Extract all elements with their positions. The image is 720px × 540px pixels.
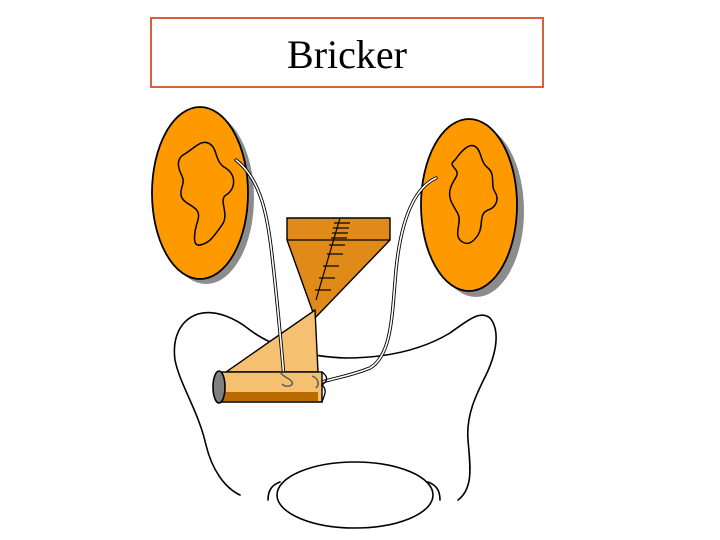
- left-kidney: [151, 106, 254, 284]
- ureters: [234, 158, 438, 384]
- mesentery-funnel: [286, 217, 391, 320]
- pelvis-outline: [173, 311, 497, 529]
- slide-title: Bricker: [287, 31, 407, 77]
- right-kidney: [420, 118, 524, 297]
- right-renal-pelvis: [448, 144, 498, 245]
- ileal-conduit: [217, 371, 328, 403]
- ileal-mesentery: [223, 308, 319, 373]
- left-renal-pelvis: [177, 141, 235, 246]
- suture-line: [315, 217, 350, 301]
- title-box: Bricker: [150, 17, 544, 88]
- stoma: [212, 370, 226, 404]
